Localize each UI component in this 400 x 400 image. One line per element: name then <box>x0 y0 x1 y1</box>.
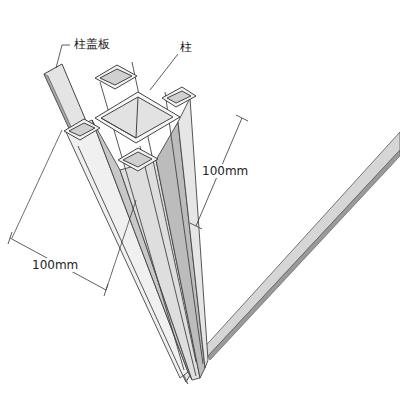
dimension-label: 100mm <box>30 258 80 272</box>
part-label: 柱 <box>178 40 194 54</box>
leader-line <box>56 45 178 90</box>
part-label: 柱盖板 <box>72 37 112 51</box>
dimension-label: 100mm <box>200 164 250 178</box>
post-section <box>64 65 196 171</box>
dimension-line <box>8 115 248 296</box>
post-body <box>66 62 208 380</box>
rail-bar <box>200 132 400 360</box>
